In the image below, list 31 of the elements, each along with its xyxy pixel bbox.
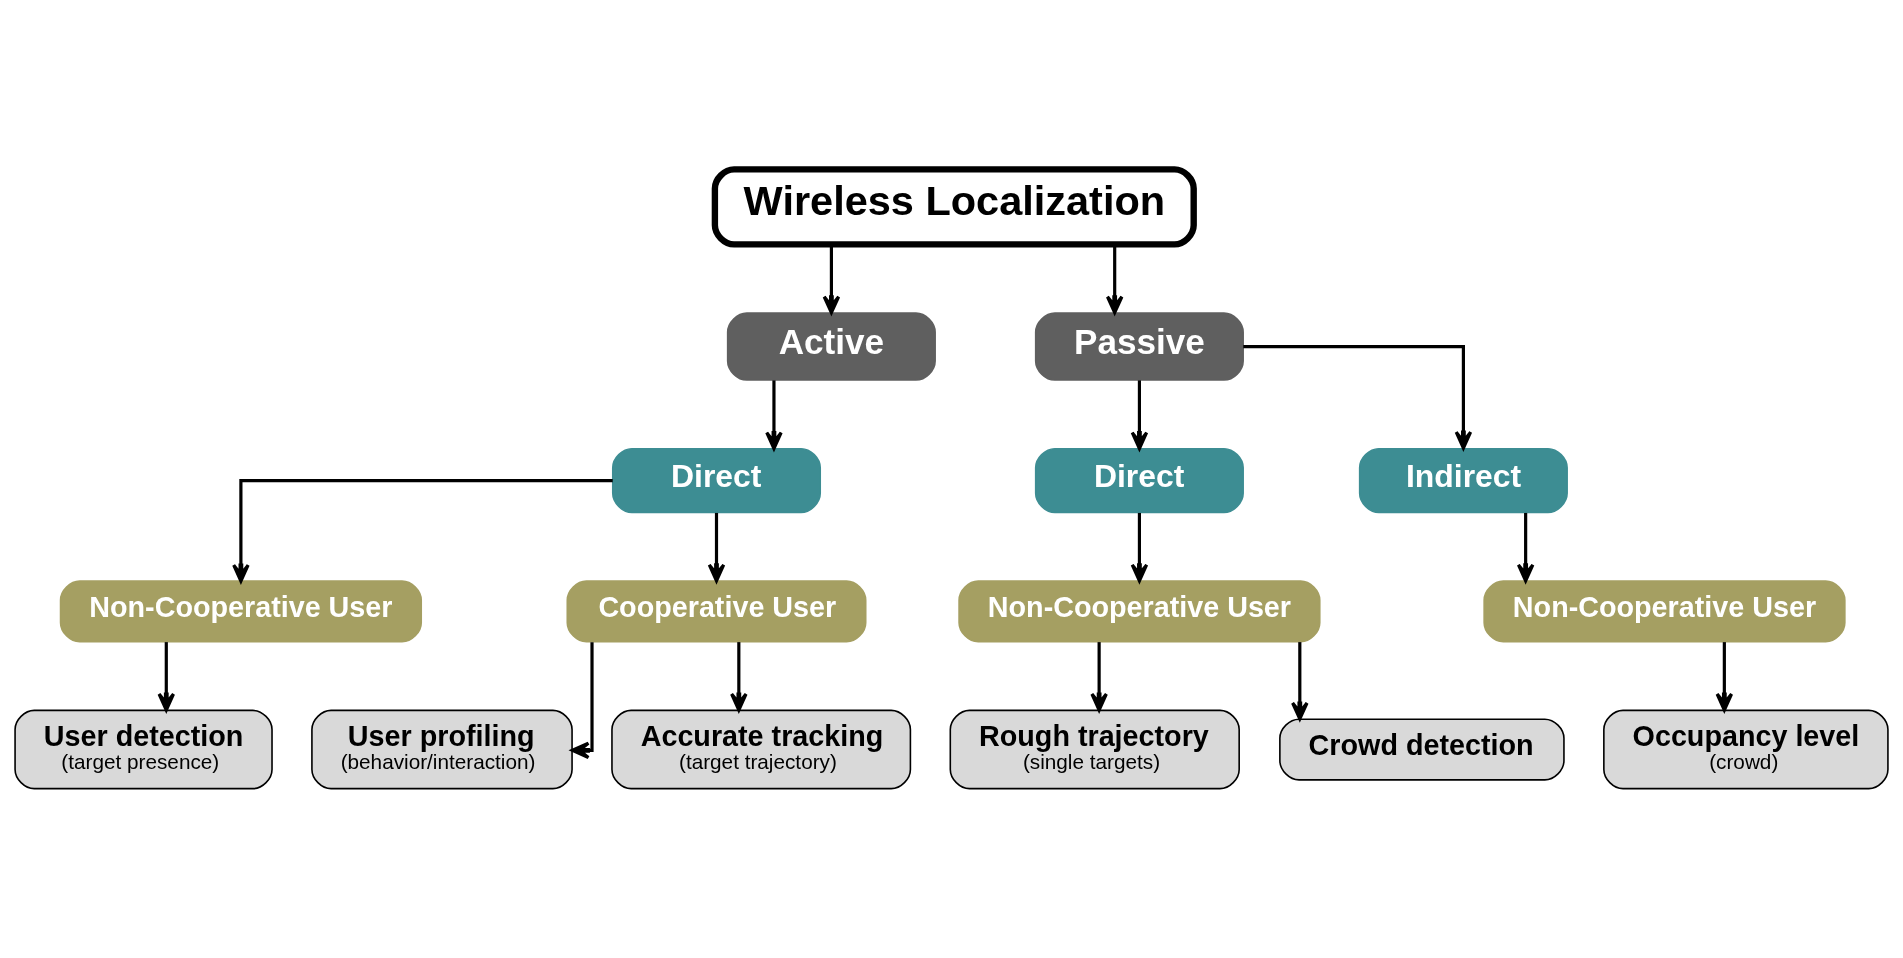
- arrow: [1130, 380, 1149, 451]
- arrow: [1243, 344, 1473, 450]
- node-box: Indirect: [1358, 447, 1568, 514]
- arrow: [765, 380, 783, 451]
- arrow: [730, 642, 748, 712]
- node-box: Direct: [611, 447, 822, 514]
- arrow: [232, 479, 613, 583]
- node-box: Non-Cooperative User: [958, 580, 1321, 643]
- arrow: [1291, 642, 1309, 721]
- node-box: Occupancy level (crowd): [1603, 709, 1889, 790]
- arrow: [570, 642, 594, 760]
- node-box: Rough trajectory (single targets): [949, 709, 1240, 790]
- node-box: User profiling (behavior/interaction): [311, 709, 573, 790]
- node-box: Accurate tracking (target trajectory): [611, 709, 912, 790]
- arrow: [822, 245, 841, 315]
- node-box: Cooperative User: [566, 580, 867, 643]
- arrow: [1715, 642, 1734, 712]
- node-box: Active: [726, 312, 936, 381]
- node-box: Passive: [1034, 312, 1244, 381]
- node-box: User detection (target presence): [14, 709, 273, 790]
- arrow: [1130, 512, 1149, 583]
- arrow: [1516, 512, 1535, 583]
- node-box: Non-Cooperative User: [59, 580, 423, 643]
- arrow: [157, 642, 176, 712]
- arrow: [1090, 642, 1108, 712]
- node-box: Direct: [1034, 447, 1244, 514]
- arrow: [707, 512, 726, 583]
- node-box: Wireless Localization: [711, 166, 1197, 248]
- node-box: Non-Cooperative User: [1483, 580, 1846, 643]
- arrow: [1105, 245, 1124, 315]
- node-box: Crowd detection: [1279, 718, 1565, 781]
